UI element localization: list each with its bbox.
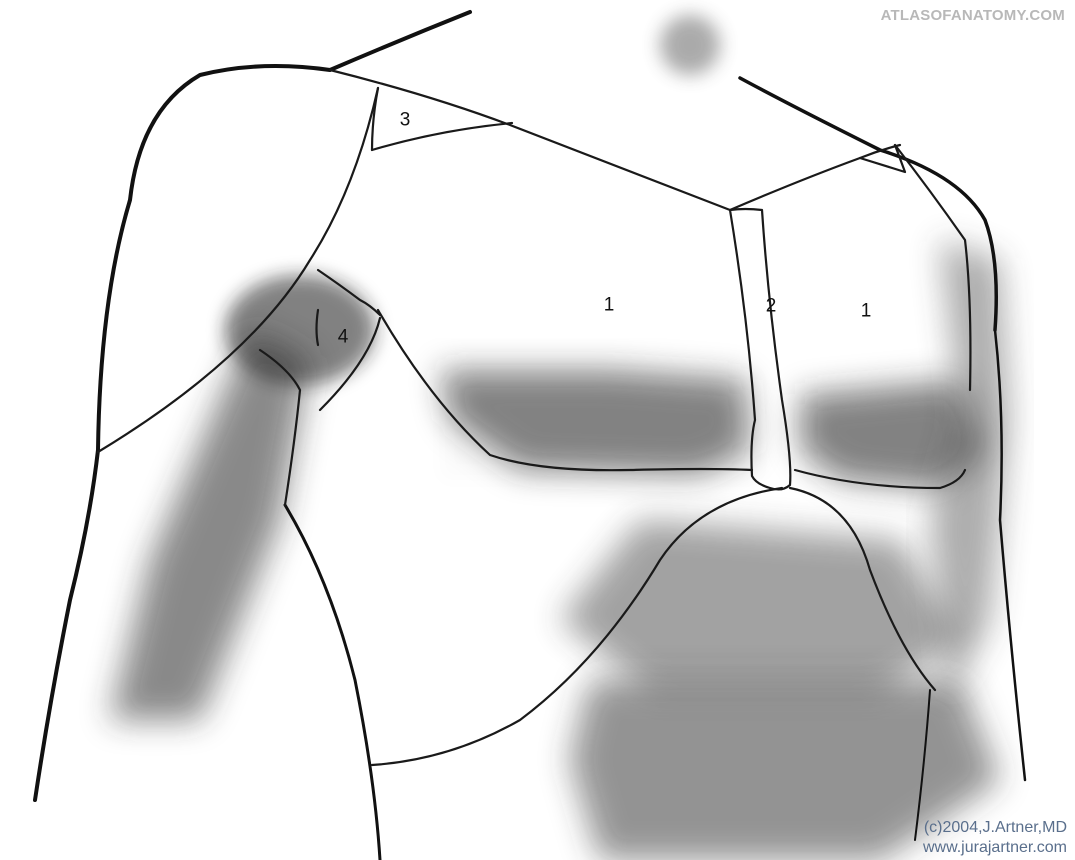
clavicle-line-right (330, 70, 730, 210)
website-line: www.jurajartner.com (923, 838, 1067, 858)
inner-arm-outline (285, 505, 380, 860)
upper-arm-shadow (110, 330, 310, 720)
region-label-clavipectoral: 3 (400, 111, 411, 130)
left-flank-outline (995, 330, 1025, 780)
neck-shadow (660, 15, 720, 75)
clavicle-line-left (730, 145, 900, 210)
region-label-axillary: 4 (338, 328, 349, 347)
region-label-sternal: 2 (766, 297, 777, 316)
abdomen-shadow-upper (560, 520, 960, 690)
region-label-pectoral-left: 1 (861, 302, 872, 321)
shading-layer (110, 15, 1010, 860)
copyright-line: (c)2004,J.Artner,MD (923, 818, 1067, 838)
copyright-notice: (c)2004,J.Artner,MD www.jurajartner.com (923, 818, 1067, 858)
watermark-text: ATLASOFANATOMY.COM (881, 7, 1065, 24)
region-label-pectoral-right: 1 (604, 296, 615, 315)
clavipectoral-lower-edge (372, 123, 512, 150)
